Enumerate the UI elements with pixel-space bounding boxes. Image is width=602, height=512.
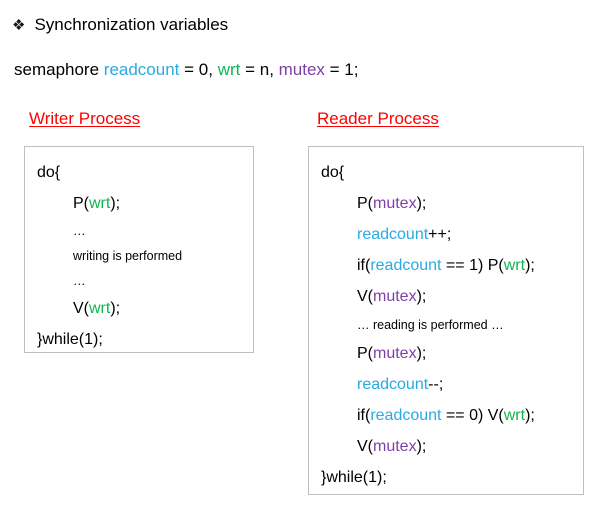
code-token-plain: P( xyxy=(357,345,373,362)
code-line: V(mutex); xyxy=(321,281,583,312)
code-token-mutex: mutex xyxy=(373,195,417,212)
code-line: … xyxy=(37,269,253,293)
writer-code-lines: do{P(wrt);…writing is performed…V(wrt);}… xyxy=(25,147,253,355)
code-token-plain: V( xyxy=(357,438,373,455)
declaration-var-readcount: readcount xyxy=(103,60,180,79)
code-token-plain: ); xyxy=(525,407,535,424)
code-token-plain: ); xyxy=(416,345,427,362)
code-line: do{ xyxy=(321,157,583,188)
code-line: … xyxy=(37,219,253,243)
code-token-plain: ); xyxy=(416,438,427,455)
code-line: P(wrt); xyxy=(37,188,253,219)
code-line: V(wrt); xyxy=(37,293,253,324)
reader-process-title: Reader Process xyxy=(317,109,439,128)
code-token-plain: }while(1); xyxy=(321,469,387,486)
declaration-var-mutex: mutex xyxy=(278,60,325,79)
slide-heading: ❖ Synchronization variables xyxy=(12,14,228,37)
declaration-sep-1: = 0, xyxy=(179,60,218,79)
code-line: if(readcount == 1) P(wrt); xyxy=(321,250,583,281)
code-token-plain: }while(1); xyxy=(37,331,103,348)
code-token-plain: … reading is performed … xyxy=(357,318,504,332)
code-token-mutex: mutex xyxy=(373,438,417,455)
code-line: readcount++; xyxy=(321,219,583,250)
declaration-keyword: semaphore xyxy=(14,60,104,79)
code-token-plain: … xyxy=(73,224,86,238)
writer-process-code-box: do{P(wrt);…writing is performed…V(wrt);}… xyxy=(24,146,254,353)
code-token-mutex: mutex xyxy=(373,345,417,362)
code-line: V(mutex); xyxy=(321,431,583,462)
code-token-wrt: wrt xyxy=(89,300,111,317)
code-line: … reading is performed … xyxy=(321,312,583,338)
code-token-plain: ); xyxy=(416,288,427,305)
semaphore-declaration: semaphore readcount = 0, wrt = n, mutex … xyxy=(14,59,359,81)
code-token-plain: P( xyxy=(73,195,89,212)
declaration-sep-3: = 1; xyxy=(324,60,359,79)
code-token-readcount: readcount xyxy=(357,226,429,243)
code-token-plain: if( xyxy=(357,407,371,424)
code-token-plain: == 1) P( xyxy=(441,257,504,274)
code-token-plain: ); xyxy=(110,195,121,212)
code-token-readcount: readcount xyxy=(370,257,442,274)
writer-process-title: Writer Process xyxy=(29,109,141,128)
code-token-plain: --; xyxy=(428,376,444,393)
diamond-bullet-icon: ❖ xyxy=(12,17,26,34)
code-token-plain: V( xyxy=(73,300,89,317)
code-token-wrt: wrt xyxy=(89,195,111,212)
code-line: }while(1); xyxy=(321,462,583,493)
reader-process-code-box: do{P(mutex);readcount++;if(readcount == … xyxy=(308,146,584,495)
code-token-wrt: wrt xyxy=(503,407,526,424)
code-token-plain: V( xyxy=(357,288,373,305)
code-token-plain: ++; xyxy=(428,226,452,243)
code-token-plain: do{ xyxy=(321,164,345,181)
code-token-plain: P( xyxy=(357,195,373,212)
code-token-plain: writing is performed xyxy=(73,249,183,263)
code-line: writing is performed xyxy=(37,243,253,269)
code-line: if(readcount == 0) V(wrt); xyxy=(321,400,583,431)
code-line: P(mutex); xyxy=(321,188,583,219)
code-token-plain: ); xyxy=(110,300,121,317)
code-token-plain: ); xyxy=(416,195,427,212)
code-token-readcount: readcount xyxy=(357,376,429,393)
code-line: P(mutex); xyxy=(321,338,583,369)
code-token-plain: if( xyxy=(357,257,371,274)
code-token-plain: ); xyxy=(525,257,535,274)
code-token-plain: do{ xyxy=(37,164,61,181)
code-token-mutex: mutex xyxy=(373,288,417,305)
reader-code-lines: do{P(mutex);readcount++;if(readcount == … xyxy=(309,147,583,493)
code-token-plain: == 0) V( xyxy=(441,407,504,424)
code-token-readcount: readcount xyxy=(370,407,442,424)
declaration-sep-2: = n, xyxy=(240,60,279,79)
code-line: readcount--; xyxy=(321,369,583,400)
code-line: do{ xyxy=(37,157,253,188)
code-token-wrt: wrt xyxy=(503,257,526,274)
slide-heading-text: Synchronization variables xyxy=(34,15,229,34)
code-token-plain: … xyxy=(73,274,86,288)
declaration-var-wrt: wrt xyxy=(217,60,241,79)
code-line: }while(1); xyxy=(37,324,253,355)
